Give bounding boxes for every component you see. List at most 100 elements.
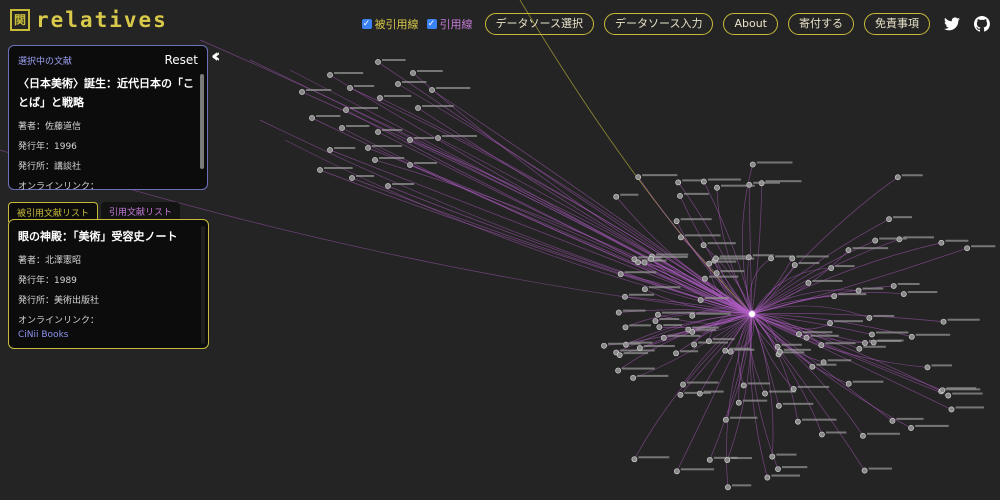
- document-node[interactable]: [796, 331, 802, 338]
- document-node[interactable]: [706, 260, 713, 267]
- document-node[interactable]: [908, 425, 914, 431]
- document-node[interactable]: [343, 107, 349, 113]
- document-node[interactable]: [809, 363, 816, 370]
- document-node[interactable]: [725, 484, 731, 491]
- cited-lines-checkbox[interactable]: ✓ 被引用線: [361, 16, 419, 32]
- document-node[interactable]: [630, 375, 637, 381]
- document-node[interactable]: [791, 262, 798, 268]
- document-node[interactable]: [775, 402, 782, 409]
- document-node[interactable]: [713, 270, 720, 277]
- document-node[interactable]: [805, 280, 812, 286]
- document-node[interactable]: [749, 161, 756, 168]
- document-node[interactable]: [700, 178, 707, 185]
- citing-lines-checkbox[interactable]: ✓ 引用線: [426, 16, 473, 32]
- document-node[interactable]: [347, 85, 353, 91]
- document-node[interactable]: [860, 432, 866, 439]
- document-node[interactable]: [861, 467, 868, 474]
- checkbox-checked-icon[interactable]: ✓: [361, 19, 372, 29]
- document-node[interactable]: [964, 245, 970, 252]
- document-node[interactable]: [673, 350, 679, 357]
- document-node[interactable]: [377, 95, 383, 101]
- cited-book-title[interactable]: 眼の神殿：「美術」受容史ノート: [18, 230, 178, 243]
- document-node[interactable]: [677, 192, 683, 199]
- document-node[interactable]: [862, 340, 868, 346]
- document-node[interactable]: [908, 333, 915, 340]
- document-node[interactable]: [327, 147, 333, 153]
- document-node[interactable]: [819, 431, 825, 438]
- document-node[interactable]: [845, 380, 852, 387]
- checkbox-checked-icon[interactable]: ✓: [426, 19, 437, 29]
- document-node[interactable]: [790, 386, 797, 392]
- document-node[interactable]: [691, 341, 698, 348]
- document-node[interactable]: [652, 318, 659, 324]
- document-node[interactable]: [613, 193, 620, 200]
- tab-cited-list[interactable]: 被引用文献リスト: [8, 202, 99, 222]
- document-node[interactable]: [866, 315, 873, 321]
- document-node[interactable]: [714, 184, 720, 191]
- document-node[interactable]: [827, 320, 833, 327]
- document-node[interactable]: [631, 456, 638, 463]
- document-node[interactable]: [789, 255, 796, 262]
- document-node[interactable]: [768, 255, 774, 262]
- document-node[interactable]: [722, 347, 729, 354]
- document-node[interactable]: [617, 271, 624, 278]
- document-node[interactable]: [818, 342, 825, 349]
- document-node[interactable]: [774, 343, 781, 350]
- scrollbar[interactable]: [201, 226, 205, 344]
- document-node[interactable]: [327, 72, 333, 78]
- tab-citing-list[interactable]: 引用文献リスト: [101, 202, 181, 222]
- document-node[interactable]: [845, 247, 852, 254]
- document-node[interactable]: [615, 309, 622, 316]
- document-node[interactable]: [894, 174, 901, 181]
- document-node[interactable]: [764, 474, 771, 481]
- scrollbar[interactable]: [200, 74, 204, 169]
- document-node[interactable]: [622, 324, 629, 331]
- document-node[interactable]: [673, 468, 680, 475]
- document-node[interactable]: [900, 291, 907, 297]
- document-node[interactable]: [631, 256, 638, 263]
- document-node[interactable]: [890, 283, 897, 289]
- document-node[interactable]: [339, 125, 345, 131]
- document-node[interactable]: [889, 417, 896, 424]
- document-node[interactable]: [727, 348, 734, 355]
- cinii-books-link[interactable]: CiNii Books: [18, 330, 69, 340]
- donate-button[interactable]: 寄付する: [788, 13, 854, 35]
- document-node[interactable]: [660, 334, 667, 341]
- document-node[interactable]: [856, 345, 863, 352]
- document-node[interactable]: [309, 115, 315, 121]
- document-node[interactable]: [615, 367, 622, 374]
- document-node[interactable]: [948, 406, 955, 413]
- reset-button[interactable]: Reset: [164, 53, 198, 67]
- twitter-icon[interactable]: [944, 17, 960, 31]
- document-node[interactable]: [803, 334, 810, 341]
- document-node[interactable]: [317, 167, 323, 173]
- document-node[interactable]: [769, 453, 776, 460]
- document-node[interactable]: [855, 287, 862, 294]
- document-node[interactable]: [375, 59, 381, 65]
- document-node[interactable]: [722, 416, 729, 423]
- selected-document-node[interactable]: [748, 310, 756, 318]
- document-node[interactable]: [616, 352, 623, 358]
- document-node[interactable]: [680, 381, 686, 388]
- document-node[interactable]: [429, 87, 435, 93]
- document-node[interactable]: [407, 137, 413, 143]
- disclaimer-button[interactable]: 免責事項: [864, 13, 930, 35]
- document-node[interactable]: [655, 311, 661, 318]
- document-node[interactable]: [656, 324, 663, 331]
- document-node[interactable]: [677, 391, 684, 398]
- document-node[interactable]: [939, 387, 946, 394]
- document-node[interactable]: [299, 89, 305, 95]
- document-node[interactable]: [869, 331, 875, 338]
- document-node[interactable]: [648, 256, 655, 262]
- document-node[interactable]: [702, 275, 708, 282]
- document-node[interactable]: [410, 70, 416, 76]
- document-node[interactable]: [886, 216, 892, 223]
- document-node[interactable]: [385, 183, 391, 189]
- document-node[interactable]: [712, 255, 719, 262]
- document-node[interactable]: [706, 456, 713, 463]
- document-node[interactable]: [831, 293, 838, 300]
- document-node[interactable]: [776, 348, 783, 355]
- document-node[interactable]: [636, 345, 643, 351]
- document-node[interactable]: [938, 239, 945, 246]
